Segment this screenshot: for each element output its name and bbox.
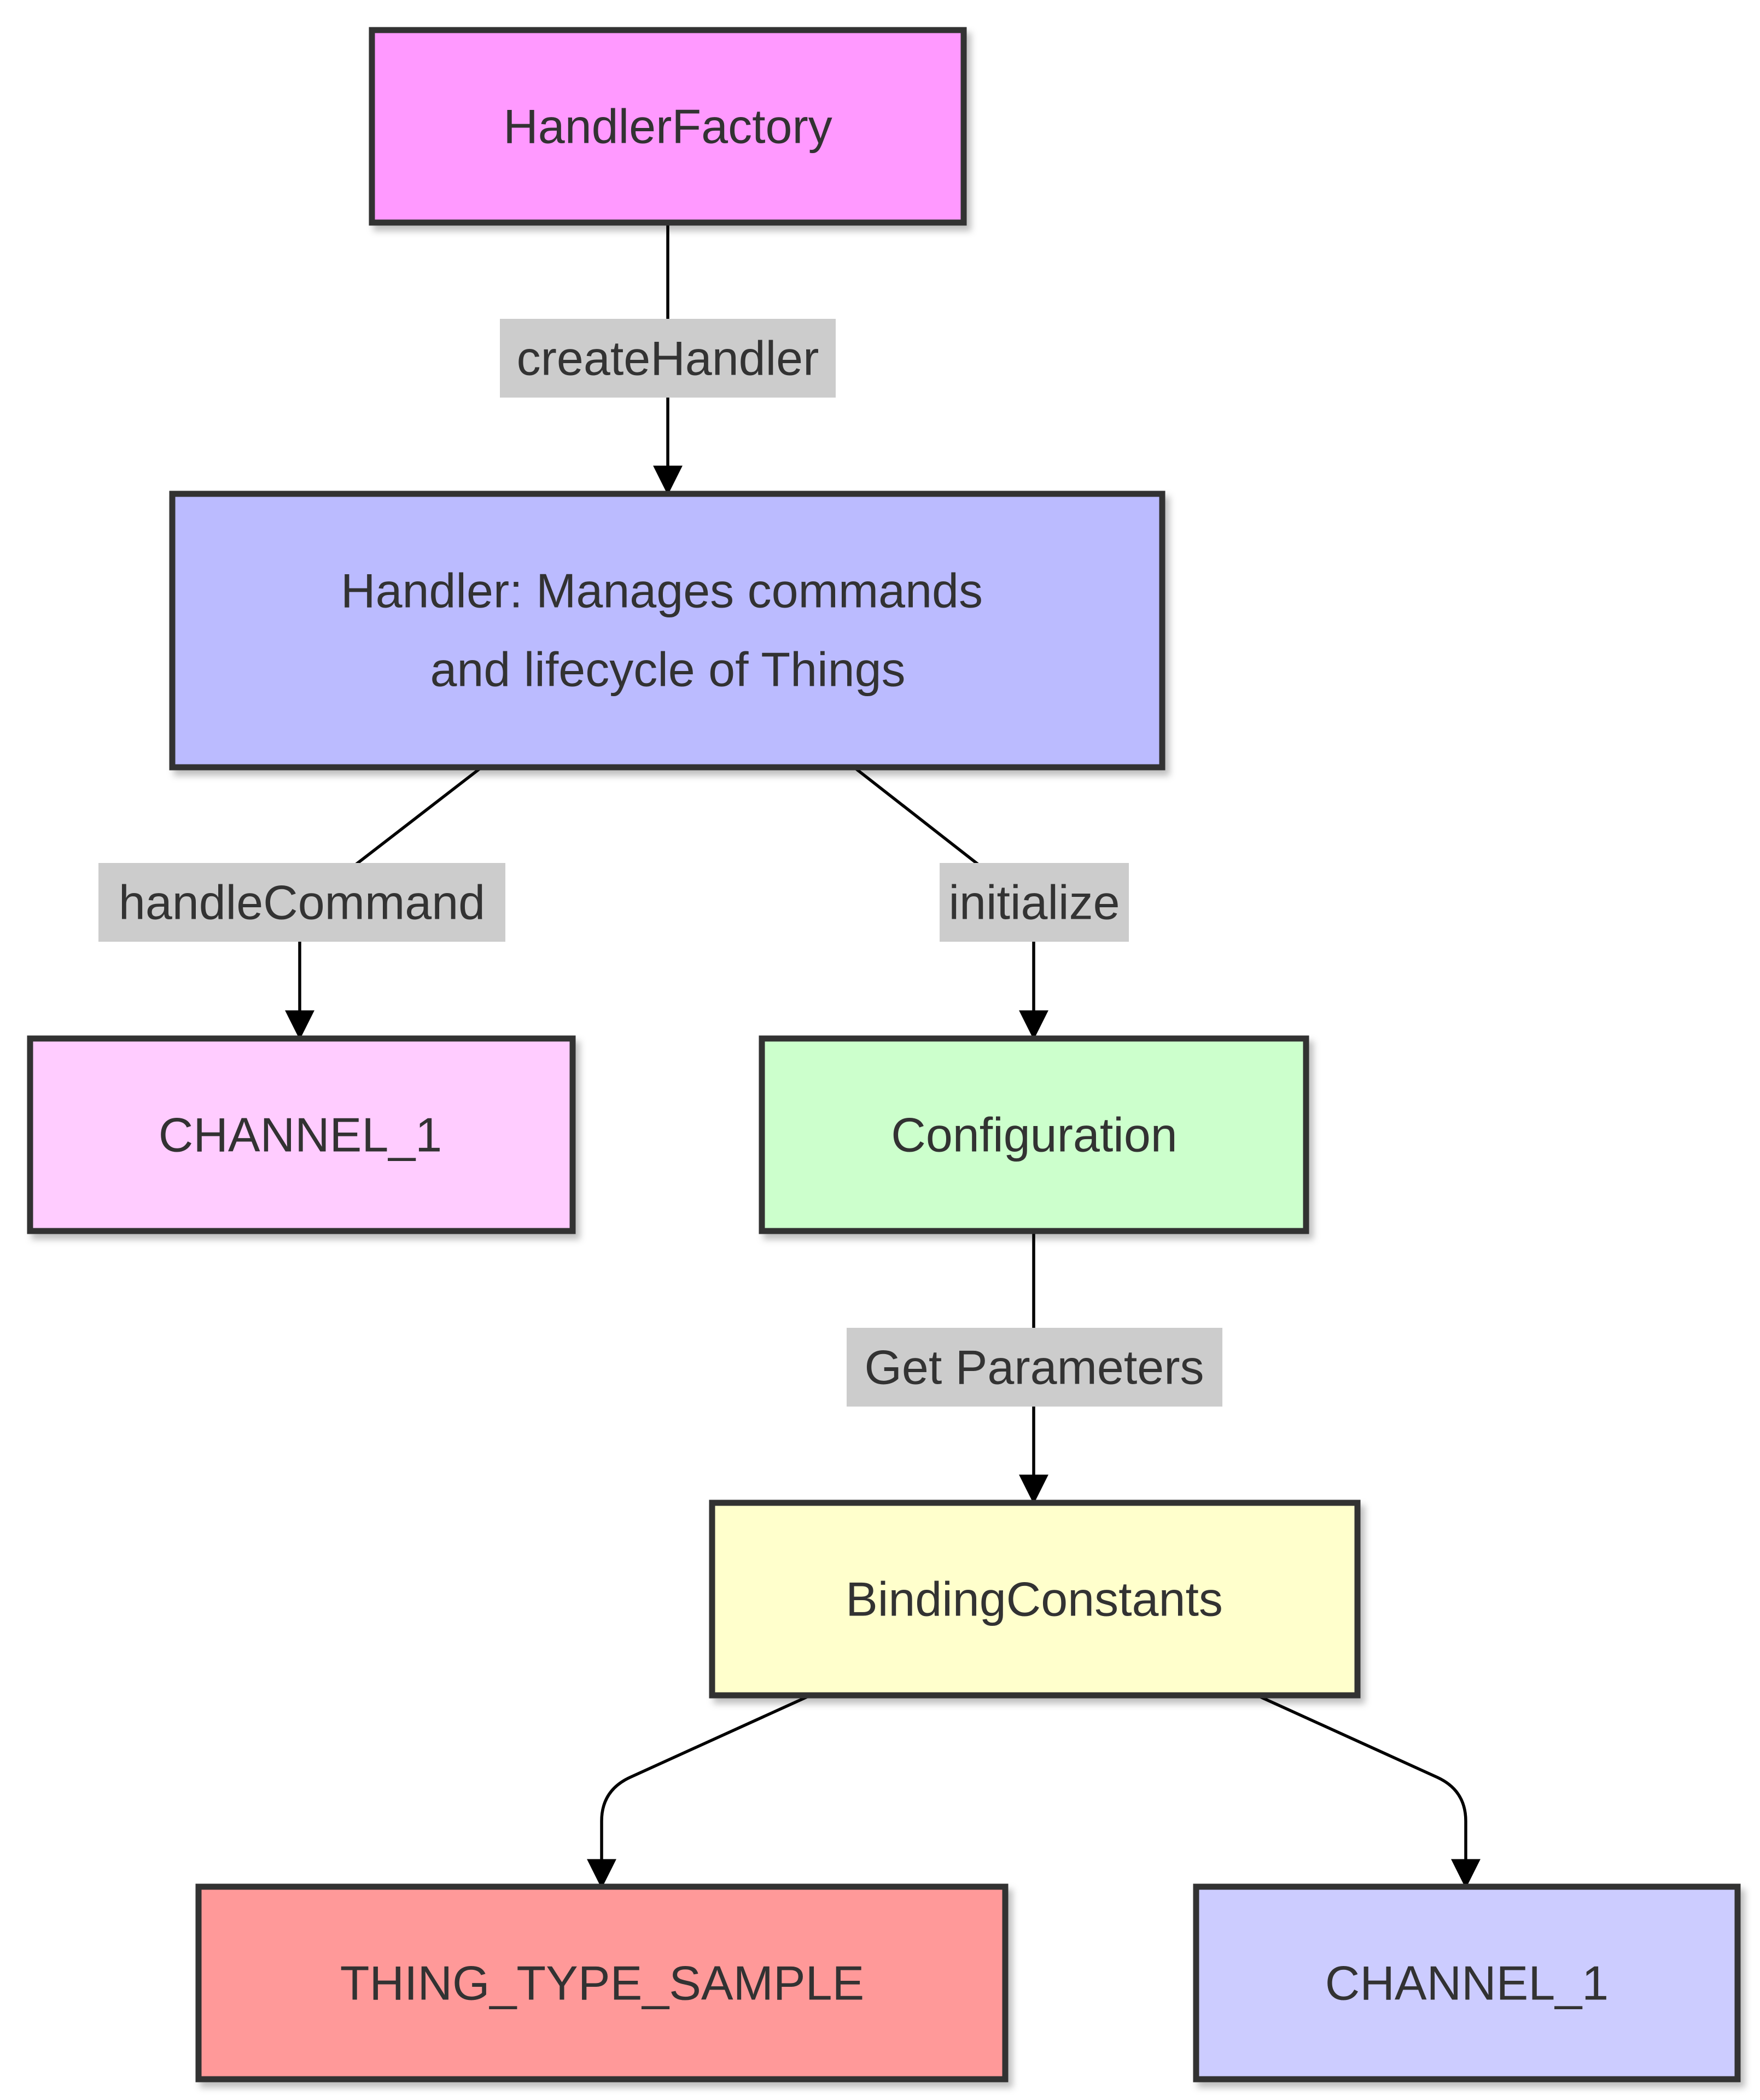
edge-label-bg-handlecommand [98,863,505,942]
node-handler-factory: HandlerFactory [369,27,967,226]
edge-label-get-parameters: Get Parameters [864,1340,1204,1395]
node-thing-type-sample: THING_TYPE_SAMPLE [195,1883,1009,2082]
edge-to-channel-1-const [1256,1694,1481,1889]
node-label-handler-line-1: Handler: Manages commands [341,564,983,618]
edge-get-parameters: Get Parameters [847,1232,1222,1504]
edge-label-bg-get-parameters [847,1328,1222,1407]
node-label-channel-1-command: CHANNEL_1 [159,1108,442,1162]
edge-line-to-thing-type-sample [587,1694,812,1889]
node-label-configuration: Configuration [891,1108,1177,1162]
edge-label-bg-initialize [940,863,1129,942]
node-binding-constants: BindingConstants [709,1500,1361,1699]
nodes-layer: HandlerFactory Handler: Manages commands… [27,27,1741,2082]
edge-createhandler: createHandler [500,224,836,495]
node-box-channel-1-constant [1193,1883,1741,2082]
node-channel-1-command: CHANNEL_1 [27,1035,576,1234]
node-channel-1-constant: CHANNEL_1 [1193,1883,1741,2082]
node-label-channel-1-constant: CHANNEL_1 [1325,1956,1609,2010]
node-configuration: Configuration [759,1035,1309,1234]
edge-line-to-channel-1-const [1256,1694,1481,1889]
node-box-handler [169,491,1165,771]
edge-initialize: initialize [854,767,1129,1040]
node-box-binding-constants [709,1500,1361,1699]
node-handler: Handler: Manages commands and lifecycle … [169,491,1165,771]
node-box-configuration [759,1035,1309,1234]
node-label-thing-type-sample: THING_TYPE_SAMPLE [340,1956,865,2010]
node-box-thing-type-sample [195,1883,1009,2082]
node-label-handler-factory: HandlerFactory [503,100,832,154]
node-box-channel-1-command [27,1035,576,1234]
edge-label-bg-createhandler [500,319,836,398]
edges-layer: createHandler handleCommand initialize G… [98,224,1481,1889]
edge-label-createhandler: createHandler [517,331,819,386]
edge-label-handlecommand: handleCommand [119,876,485,930]
edge-handlecommand: handleCommand [98,767,505,1040]
node-label-handler-line-2: and lifecycle of Things [430,643,905,697]
node-box-handler-factory [369,27,967,226]
edge-to-thing-type-sample [587,1694,812,1889]
edge-label-initialize: initialize [948,876,1120,930]
node-label-binding-constants: BindingConstants [846,1572,1223,1626]
